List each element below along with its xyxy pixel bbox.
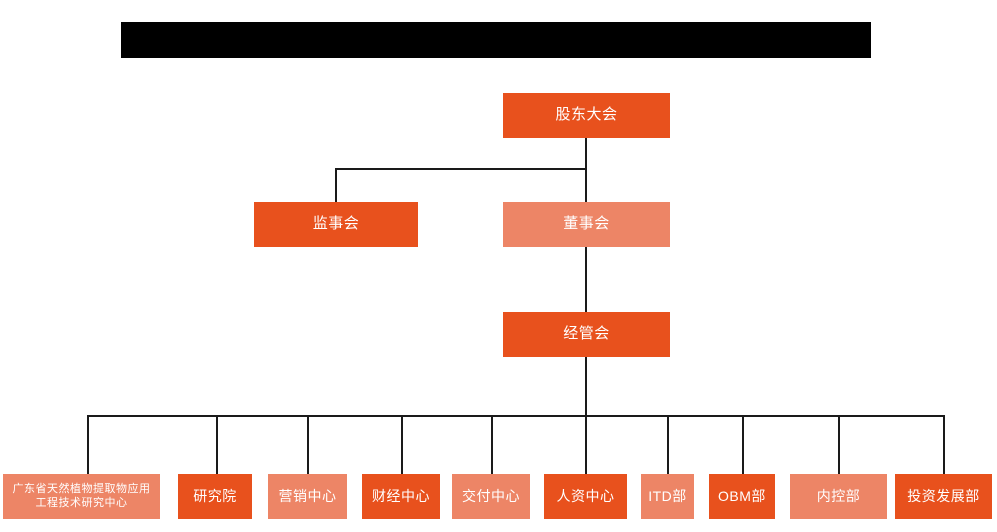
redacted-title-bar	[121, 22, 871, 58]
connector-drop-hr	[585, 415, 587, 474]
connector-management-down	[585, 357, 587, 417]
node-internal-control-department[interactable]: 内控部	[790, 474, 887, 519]
node-hr-center[interactable]: 人资中心	[544, 474, 627, 519]
connector-supervisors-down	[335, 168, 337, 203]
node-finance-center[interactable]: 财经中心	[362, 474, 440, 519]
connector-drop-delivery	[491, 415, 493, 474]
node-label: 经管会	[563, 325, 610, 343]
node-label: 监事会	[312, 215, 360, 233]
node-label: OBM部	[718, 487, 766, 504]
connector-drop-rnd-center	[87, 415, 89, 474]
node-label: 人资中心	[556, 487, 615, 504]
connector-drop-institute	[216, 415, 218, 474]
node-management-committee[interactable]: 经管会	[503, 312, 670, 357]
connector-directors-to-management	[585, 247, 587, 312]
node-label: 董事会	[563, 215, 610, 233]
node-label: 研究院	[193, 487, 237, 504]
connector-level4-bar	[87, 415, 945, 417]
node-label: 营销中心	[278, 487, 337, 504]
connector-drop-marketing	[307, 415, 309, 474]
connector-shareholders-down	[585, 138, 587, 170]
node-board-of-directors[interactable]: 董事会	[503, 202, 670, 247]
node-label: 交付中心	[462, 487, 520, 504]
connector-drop-itd	[667, 415, 669, 474]
connector-level2-bar	[335, 168, 587, 170]
node-board-of-supervisors[interactable]: 监事会	[254, 202, 418, 247]
node-obm-department[interactable]: OBM部	[709, 474, 775, 519]
connector-drop-finance	[401, 415, 403, 474]
node-label: 内控部	[816, 487, 861, 504]
node-label: ITD部	[648, 487, 687, 504]
node-guangdong-rnd-center[interactable]: 广东省天然植物提取物应用工程技术研究中心	[3, 474, 160, 519]
node-investment-development-department[interactable]: 投资发展部	[895, 474, 992, 519]
node-marketing-center[interactable]: 营销中心	[268, 474, 347, 519]
connector-drop-investment	[943, 415, 945, 474]
connector-drop-obm	[742, 415, 744, 474]
node-shareholders-meeting[interactable]: 股东大会	[503, 93, 670, 138]
node-itd-department[interactable]: ITD部	[641, 474, 694, 519]
node-research-institute[interactable]: 研究院	[178, 474, 252, 519]
connector-directors-down	[585, 168, 587, 203]
connector-drop-internal-control	[838, 415, 840, 474]
node-label: 广东省天然植物提取物应用工程技术研究中心	[12, 482, 151, 509]
node-label: 股东大会	[555, 106, 618, 124]
node-delivery-center[interactable]: 交付中心	[452, 474, 530, 519]
node-label: 财经中心	[372, 487, 430, 504]
node-label: 投资发展部	[907, 487, 980, 504]
